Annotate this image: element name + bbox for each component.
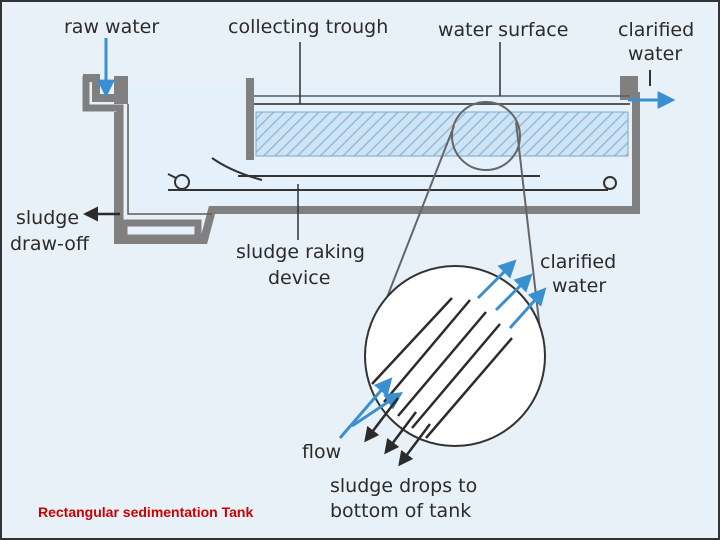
label-clarified-top-2: water	[628, 43, 682, 65]
detail-plates	[371, 297, 513, 439]
label-flow: flow	[302, 441, 341, 463]
label-collecting-trough: collecting trough	[228, 16, 388, 38]
label-sludge-drops-1: sludge drops to	[330, 475, 477, 497]
outlet-weir	[624, 76, 638, 100]
label-water-surface: water surface	[438, 19, 568, 41]
detail-flow-arrows	[338, 377, 403, 439]
raking-wheel	[174, 174, 190, 190]
label-sludge-raking-1: sludge raking	[236, 241, 365, 263]
label-clarified-detail-2: water	[552, 275, 606, 297]
label-sludge-drawoff-1: sludge	[16, 207, 79, 229]
raking-hook	[167, 173, 177, 179]
label-raw-water: raw water	[64, 16, 159, 38]
detail-sludge-arrows	[364, 397, 431, 467]
label-clarified-top-1: clarified	[618, 19, 694, 41]
label-sludge-raking-2: device	[268, 267, 330, 289]
raking-arm	[211, 157, 263, 181]
caption: Rectangular sedimentation Tank	[38, 504, 253, 520]
inlet-baffle	[114, 76, 128, 104]
raking-end-wheel	[603, 176, 617, 190]
label-sludge-drops-2: bottom of tank	[330, 500, 471, 522]
plate-settler	[255, 111, 629, 157]
detail-clarified-arrows	[476, 259, 547, 330]
label-sludge-drawoff-2: draw-off	[10, 233, 90, 255]
baffle-wall	[246, 78, 254, 160]
detail-circle	[364, 265, 546, 447]
tank-inner-outline	[127, 104, 212, 215]
detail-source-circle	[451, 101, 521, 171]
label-clarified-detail-1: clarified	[540, 251, 616, 273]
